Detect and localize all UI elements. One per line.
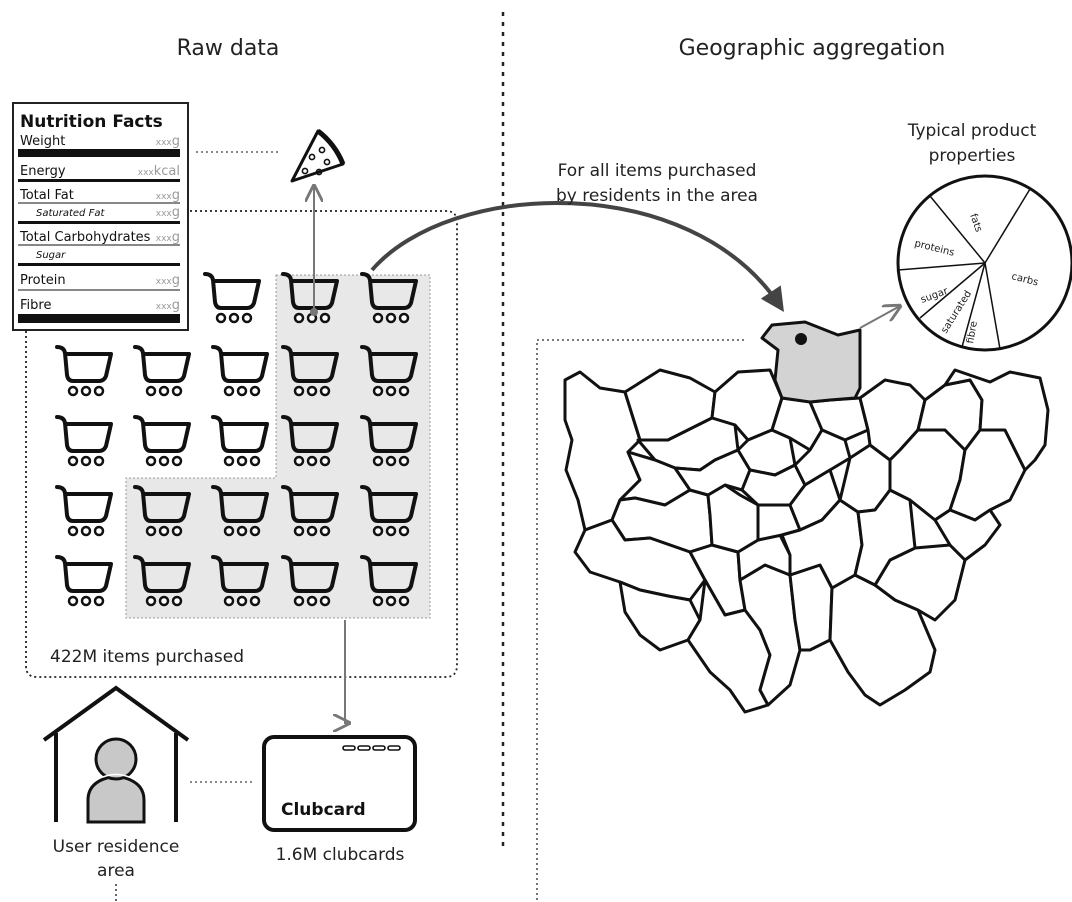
shopping-cart-icon xyxy=(211,485,269,537)
nutrition-row-label: Sugar xyxy=(36,250,66,261)
shopping-cart-icon xyxy=(55,555,113,607)
left-title: Raw data xyxy=(177,36,280,61)
pizza-slice-icon xyxy=(290,129,346,183)
shopping-cart-icon xyxy=(203,272,261,324)
shopping-cart-icon xyxy=(281,555,339,607)
nutrition-divider xyxy=(18,221,180,224)
purchase-label: by residents in the area xyxy=(556,186,758,206)
nutrition-row-label: Energy xyxy=(20,164,66,179)
purchase-label: For all items purchased xyxy=(558,161,757,181)
shopping-cart-icon xyxy=(211,555,269,607)
selected-items-region xyxy=(125,274,431,619)
boroughs-map xyxy=(563,320,1050,714)
shopping-cart-icon xyxy=(360,272,418,324)
shopping-cart-icon xyxy=(133,415,191,467)
items-region-outline xyxy=(25,210,458,678)
right-title: Geographic aggregation xyxy=(679,36,946,61)
clubcard: Clubcard xyxy=(262,735,417,832)
nutrition-row-value: xxxg xyxy=(156,188,180,203)
shopping-cart-icon xyxy=(133,485,191,537)
shopping-cart-icon xyxy=(281,345,339,397)
shopping-cart-icon xyxy=(360,415,418,467)
nutrition-thick-bar xyxy=(18,314,180,323)
nutrition-row-value: xxxg xyxy=(156,230,180,245)
items-purchased-label: 422M items purchased xyxy=(50,647,244,667)
shopping-cart-icon xyxy=(281,485,339,537)
pie-title: properties xyxy=(929,146,1016,166)
map-region-outline xyxy=(536,339,744,902)
shopping-cart-icon xyxy=(211,415,269,467)
user-avatar-icon xyxy=(86,737,146,824)
items-to-clubcard-arrow xyxy=(345,620,349,723)
aggregation-arrow xyxy=(370,200,784,312)
nutrition-thick-bar xyxy=(18,149,180,157)
nutrition-title: Nutrition Facts xyxy=(20,112,163,132)
shopping-cart-icon xyxy=(133,345,191,397)
properties-pie-chart: fats carbs fibre saturated sugar protein… xyxy=(896,174,1072,352)
clubcard-name: Clubcard xyxy=(281,800,366,820)
shopping-cart-icon xyxy=(55,345,113,397)
nutrition-row-label: Total Carbohydrates xyxy=(19,230,151,245)
nutrition-row-value: xxxkcal xyxy=(138,164,180,179)
pie-title: Typical product xyxy=(907,121,1037,141)
nutrition-row-value: xxxg xyxy=(156,134,180,149)
shopping-cart-icon xyxy=(281,415,339,467)
nutrition-row-label: Total Fat xyxy=(19,188,74,203)
selected-item-dot xyxy=(310,308,318,316)
shopping-cart-icon xyxy=(211,345,269,397)
shopping-cart-icon xyxy=(360,345,418,397)
nutrition-row-label: Saturated Fat xyxy=(36,208,105,219)
nutrition-row-label: Fibre xyxy=(20,298,51,313)
nutrition-divider xyxy=(18,179,180,182)
shopping-cart-icon xyxy=(360,555,418,607)
nutrition-divider xyxy=(18,263,180,266)
clubcards-count-label: 1.6M clubcards xyxy=(276,845,405,865)
house-icon xyxy=(42,685,190,822)
map-to-pie-arrow xyxy=(859,306,900,329)
shopping-cart-icon xyxy=(281,272,339,324)
selected-area-dot xyxy=(795,333,807,345)
residence-label: User residence xyxy=(53,837,180,857)
pie-segment-label: fibre xyxy=(965,320,980,344)
nutrition-row-value: xxxg xyxy=(156,298,180,313)
shopping-carts xyxy=(55,272,418,607)
nutrition-row-label: Weight xyxy=(20,134,65,149)
shopping-cart-icon xyxy=(360,485,418,537)
nutrition-row-label: Protein xyxy=(20,273,66,288)
shopping-cart-icon xyxy=(55,485,113,537)
shopping-cart-icon xyxy=(133,555,191,607)
nutrition-facts-label: Nutrition Facts Weight xxxg Energy xxxkc… xyxy=(12,102,189,331)
shopping-cart-icon xyxy=(55,415,113,467)
residence-label: area xyxy=(97,861,135,881)
nutrition-row-value: xxxg xyxy=(156,205,180,220)
card-number-dashes-icon xyxy=(342,745,401,751)
nutrition-row-value: xxxg xyxy=(156,273,180,288)
